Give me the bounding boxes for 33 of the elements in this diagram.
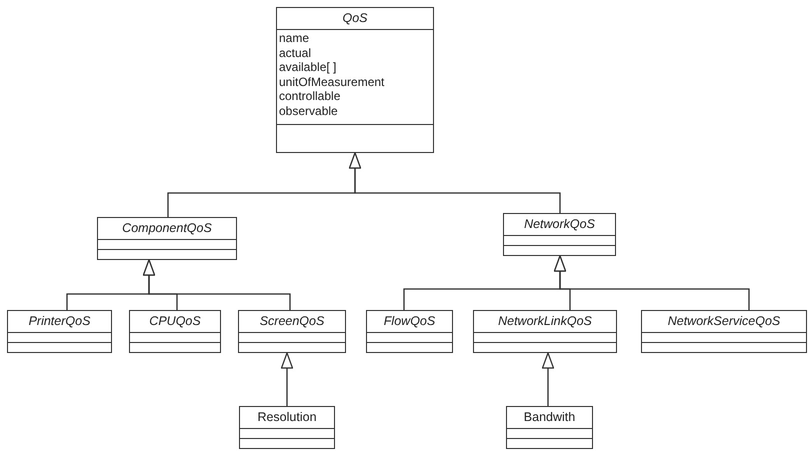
- inheritance-arrow: [348, 152, 561, 213]
- inheritance-arrow: [280, 352, 294, 406]
- class-box: [506, 406, 593, 449]
- class-name: CPUQoS: [130, 311, 220, 333]
- class-box: [503, 213, 616, 256]
- class-name: Bandwith: [507, 407, 592, 429]
- class-box: [366, 310, 453, 353]
- class-box: [276, 7, 434, 153]
- attribute-text: actual: [279, 46, 312, 60]
- class-box: [473, 310, 617, 353]
- class-box: [7, 310, 112, 353]
- class-box: [238, 310, 346, 353]
- attribute-text: unitOfMeasurement: [279, 74, 386, 89]
- inheritance-arrow: [554, 255, 750, 310]
- attribute-text: name: [279, 31, 310, 46]
- class-box: [129, 310, 221, 353]
- attribute-text: available[ ]: [279, 60, 338, 74]
- class-name: PrinterQoS: [8, 311, 111, 333]
- class-box: [239, 406, 335, 449]
- class-name: FlowQoS: [367, 311, 452, 333]
- attribute-text: observable: [279, 104, 339, 118]
- inheritance-arrow: [142, 259, 291, 310]
- class-name: NetworkQoS: [504, 214, 615, 236]
- attribute-text: controllable: [279, 89, 342, 104]
- inheritance-arrow: [542, 352, 554, 406]
- class-name: Resolution: [240, 407, 334, 429]
- class-box: [97, 217, 237, 260]
- class-name: NetworkLinkQoS: [474, 311, 616, 333]
- class-name: NetworkServiceQoS: [642, 311, 806, 333]
- class-name: QoS: [277, 8, 433, 30]
- class-name: ComponentQoS: [98, 218, 236, 240]
- class-name: ScreenQoS: [239, 311, 345, 333]
- class-box: [641, 310, 807, 353]
